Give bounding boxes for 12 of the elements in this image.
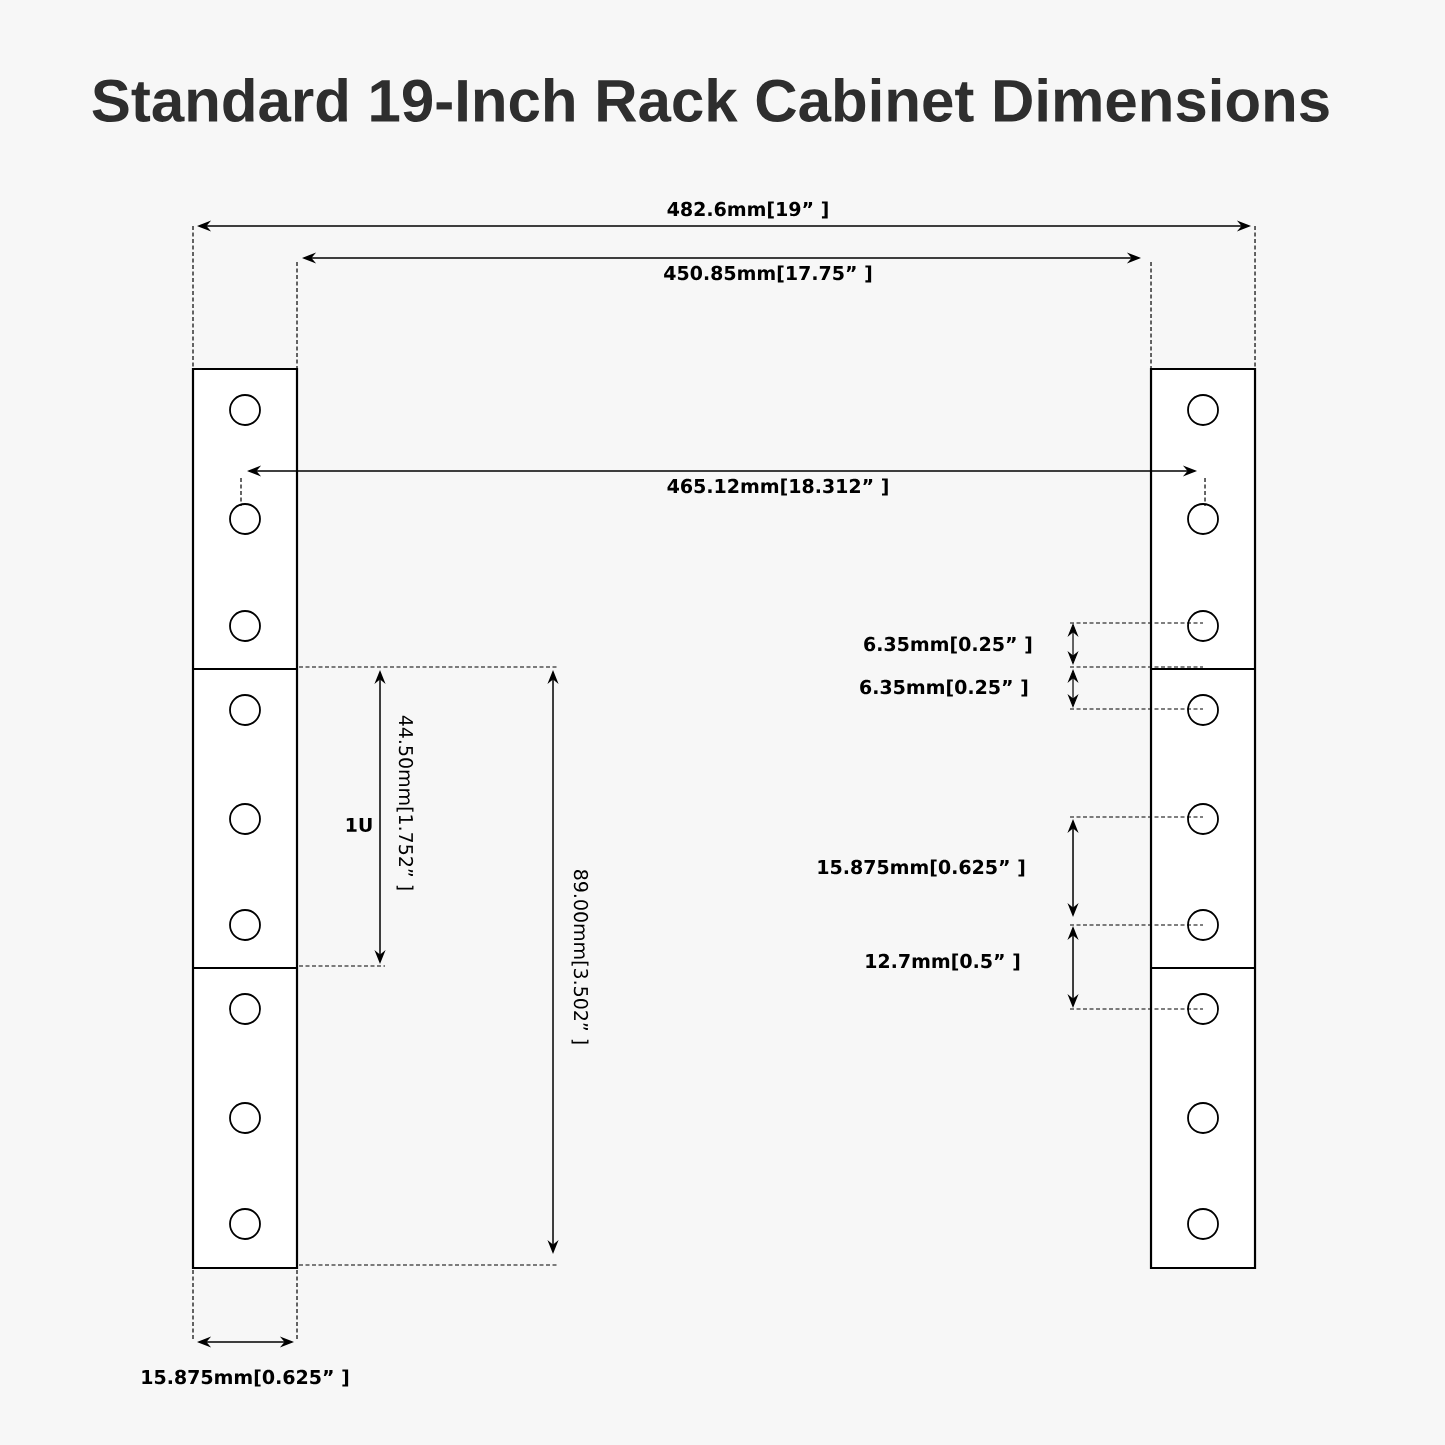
dimension-label: 465.12mm[18.312” ] [667, 478, 888, 496]
dimension-label: 89.00mm[3.502” ] [571, 870, 589, 1044]
dimension-label: 12.7mm[0.5” ] [866, 953, 1020, 971]
dimension-label: 44.50mm[1.752” ] [396, 715, 414, 890]
dimension-label: 482.6mm[19” ] [667, 201, 828, 219]
dimension-label: 1U [346, 817, 372, 833]
dimension-label: 450.85mm[17.75” ] [664, 265, 872, 283]
dimension-label: 15.875mm[0.625” ] [818, 859, 1025, 877]
title: Standard 19-Inch Rack Cabinet Dimensions [92, 77, 1329, 122]
dimension-label: 6.35mm[0.25” ] [864, 636, 1032, 654]
dimension-label: 6.35mm[0.25” ] [860, 679, 1028, 697]
dimension-label: 15.875mm[0.625” ] [142, 1369, 349, 1387]
